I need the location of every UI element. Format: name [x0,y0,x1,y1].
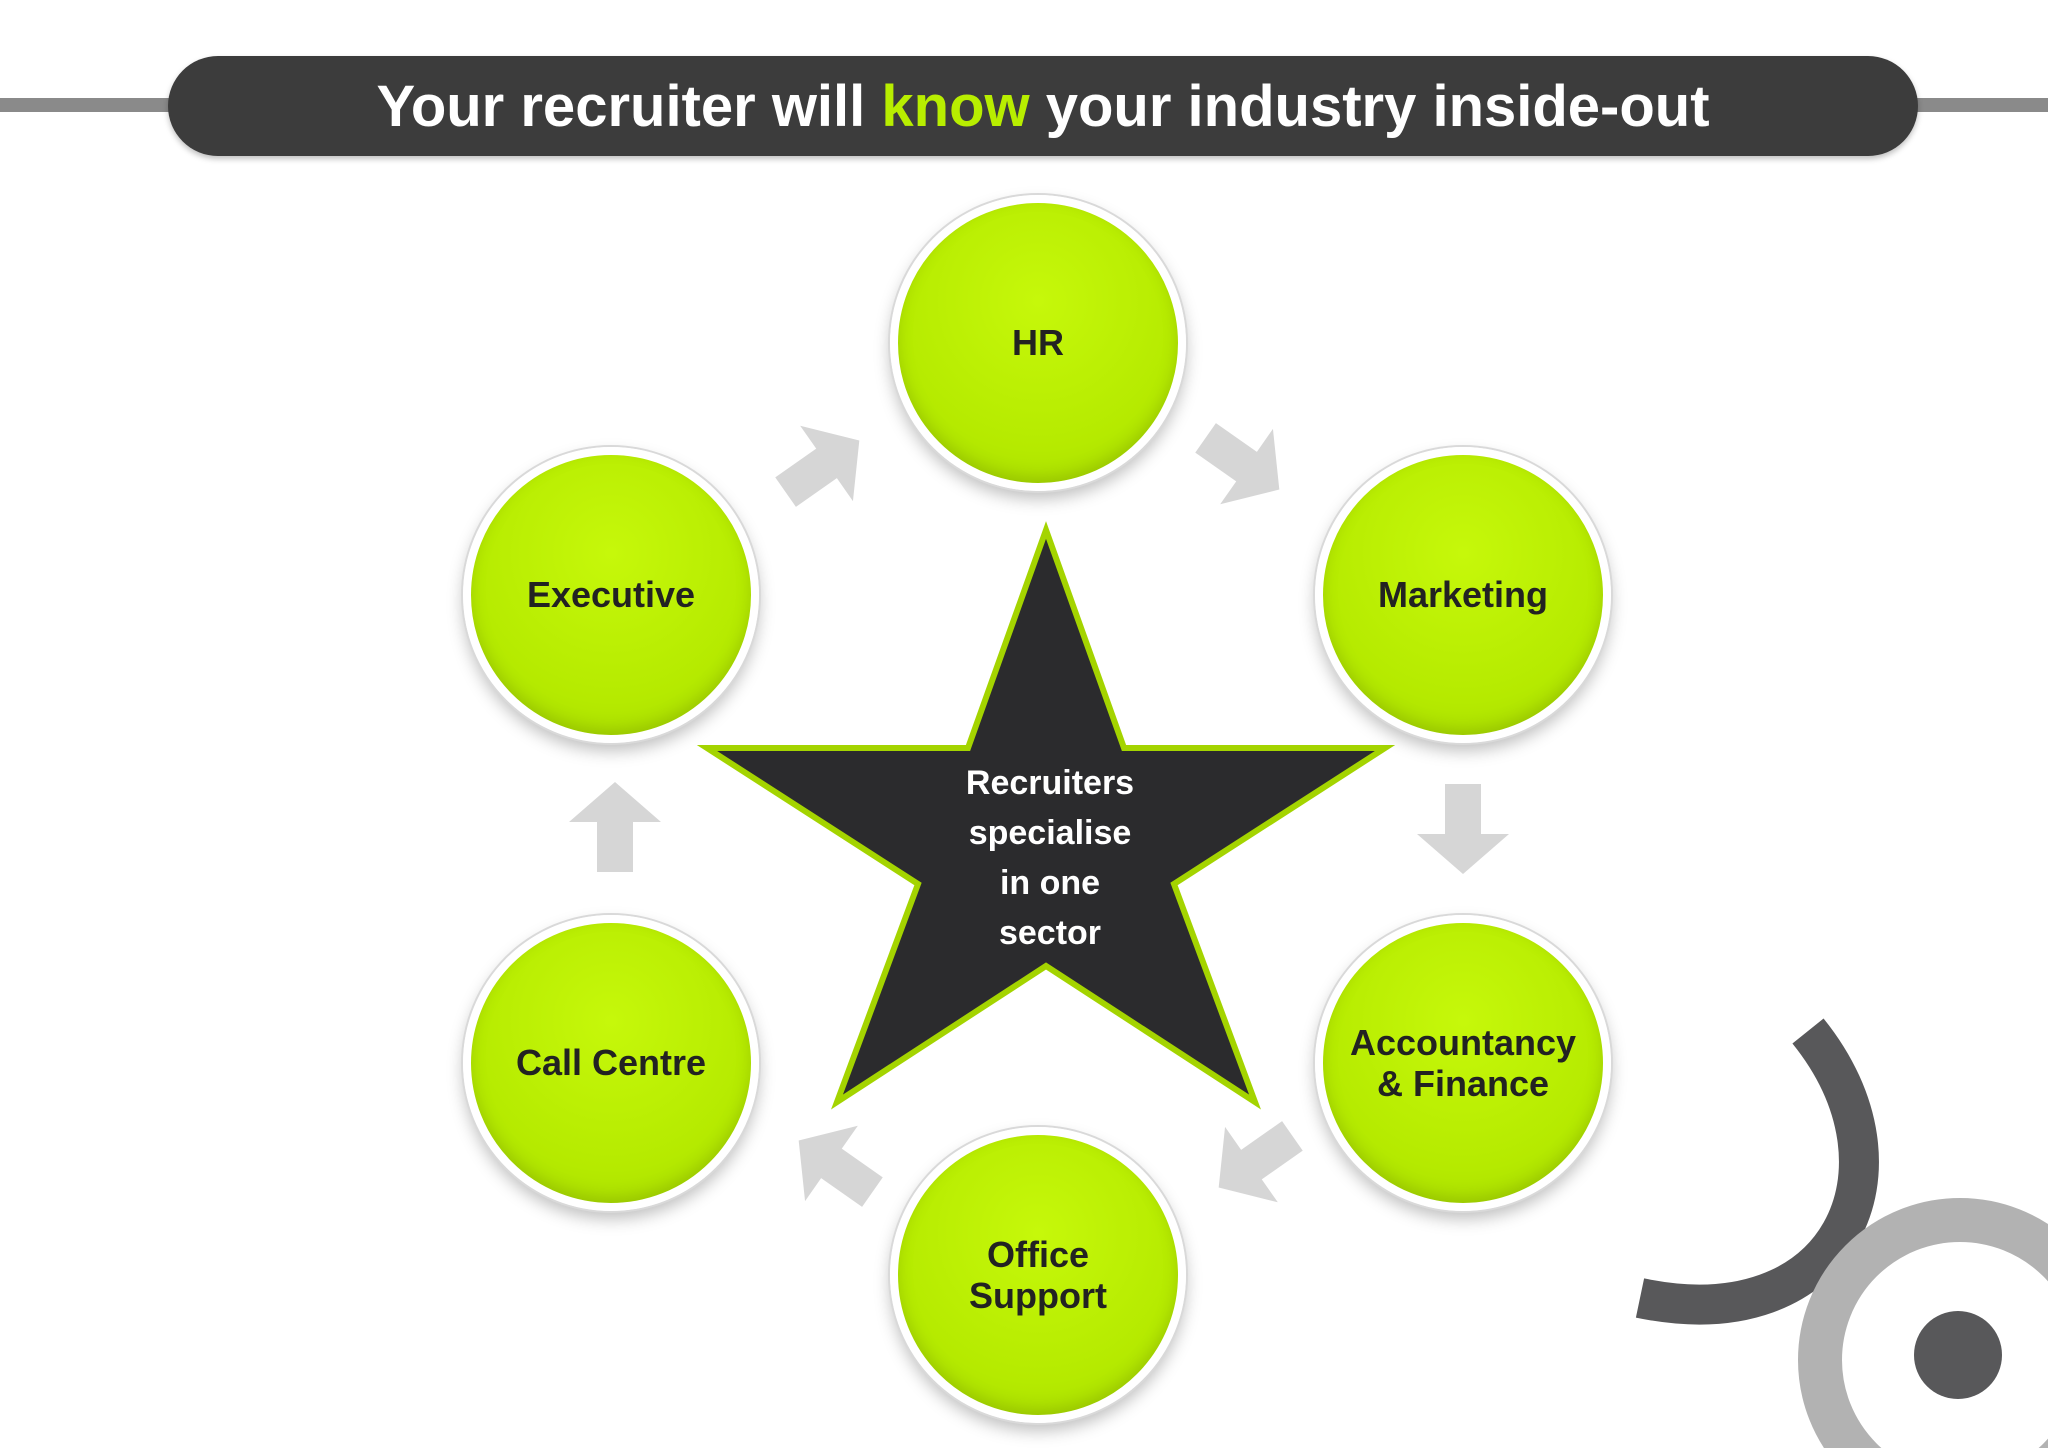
corner-logo [1635,1018,2048,1448]
node-hr-label: HR [1012,322,1064,364]
header-rule-left [0,98,190,112]
title-bar: Your recruiter will know your industry i… [168,56,1918,156]
node-executive-label: Executive [526,574,696,616]
logo-dark-arc [1635,1018,1879,1325]
arrow-marketing-to-accountancy [1417,784,1509,874]
node-office-support-label: Office Support [969,1233,1107,1316]
arrow-accountancy-to-office-support [1218,1121,1303,1203]
logo-light-ring [1798,1198,2048,1448]
center-star [696,521,1396,1110]
node-call-centre-label: Call Centre [515,1042,707,1084]
arrow-hr-to-marketing [1195,423,1280,505]
arrow-executive-to-hr [775,425,860,507]
node-call-centre: Call Centre [463,915,759,1211]
node-executive: Executive [463,447,759,743]
arrow-call-centre-to-executive [569,782,661,872]
node-accountancy-finance: Accountancy & Finance [1315,915,1611,1211]
arrow-office-support-to-call-centre [798,1125,883,1207]
header-rule-right [1900,98,2048,112]
node-hr: HR [890,195,1186,491]
title-suffix: your industry inside-out [1029,73,1710,139]
title-prefix: Your recruiter will [376,73,882,139]
title-highlight: know [881,73,1030,139]
node-marketing: Marketing [1315,447,1611,743]
cycle-arrows [569,423,1509,1207]
node-marketing-label: Marketing [1377,574,1549,616]
logo-dot [1914,1311,2002,1399]
node-office-support: Office Support [890,1127,1186,1423]
node-accountancy-finance-label: Accountancy & Finance [1349,1021,1577,1104]
center-star-label: Recruiters specialise in one sector [965,764,1135,952]
